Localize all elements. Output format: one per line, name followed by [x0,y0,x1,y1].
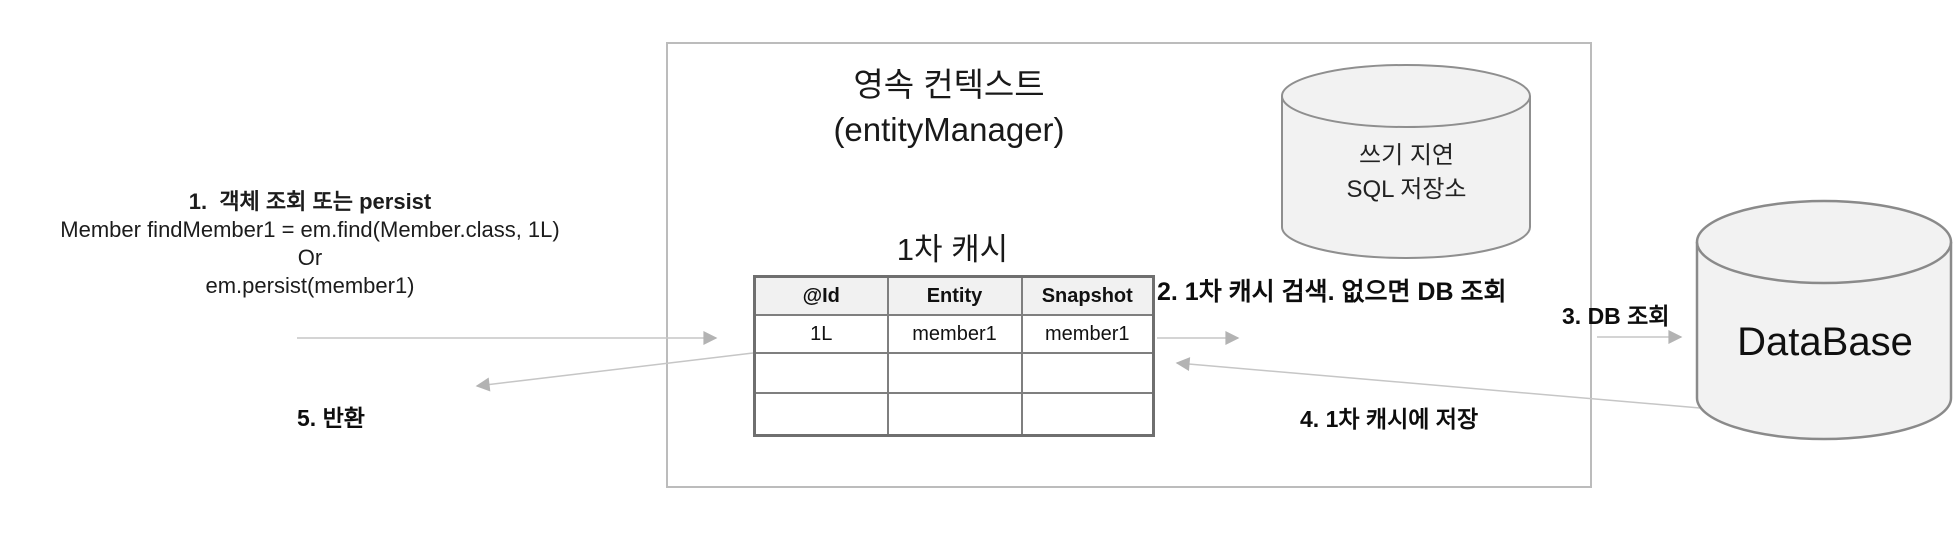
table-row [753,352,1155,394]
arrow-step4-store-to-cache [1175,357,1701,409]
cell-entity [886,352,1023,394]
arrow-step5-return [475,352,754,392]
write-behind-store-label: 쓰기 지연 SQL 저장소 [1283,139,1530,207]
persistence-context-title-line2: (entityManager) [833,111,1065,148]
cache-col-id: @Id [753,275,889,316]
step1-code-persist: em.persist(member1) [205,273,415,298]
write-behind-store-label-line1: 쓰기 지연 [1359,142,1454,169]
step3-label: 3. DB 조회 [1562,303,1670,329]
write-behind-store-label-line2: SQL 저장소 [1346,176,1467,203]
step4-label: 4. 1차 캐시에 저장 [1300,406,1479,432]
database-cylinder [1695,199,1953,441]
persistence-context-title-line1: 영속 컨텍스트 [853,66,1045,103]
cache-col-entity: Entity [886,275,1023,316]
table-row: 1L member1 member1 [753,314,1155,354]
first-level-cache-label: 1차 캐시 [896,232,1009,267]
step1-or: Or [297,245,323,270]
cell-id [753,392,889,437]
cell-entity [886,392,1023,437]
cache-col-snapshot: Snapshot [1020,275,1155,316]
persistence-context-box [666,42,1592,488]
cell-entity: member1 [886,314,1023,354]
cache-table-header-row: @Id Entity Snapshot [753,275,1155,316]
cell-snapshot [1020,352,1155,394]
cell-snapshot [1020,392,1155,437]
database-label: DataBase [1737,320,1913,364]
write-behind-store-cylinder [1281,64,1531,259]
step2-label: 2. 1차 캐시 검색. 없으면 DB 조회 [1157,278,1507,306]
cell-id: 1L [753,314,889,354]
cell-id [753,352,889,394]
first-level-cache-table: @Id Entity Snapshot 1L member1 member1 [753,275,1155,437]
step1-title: 1. 객체 조회 또는 persist [188,189,432,214]
persistence-context-title: 영속 컨텍스트 (entityManager) [666,62,1232,152]
table-row [753,392,1155,437]
step1-code-find: Member findMember1 = em.find(Member.clas… [60,217,560,242]
step1-note: 1. 객체 조회 또는 persist Member findMember1 =… [10,188,610,300]
step5-label: 5. 반환 [297,405,365,431]
cell-snapshot: member1 [1020,314,1155,354]
